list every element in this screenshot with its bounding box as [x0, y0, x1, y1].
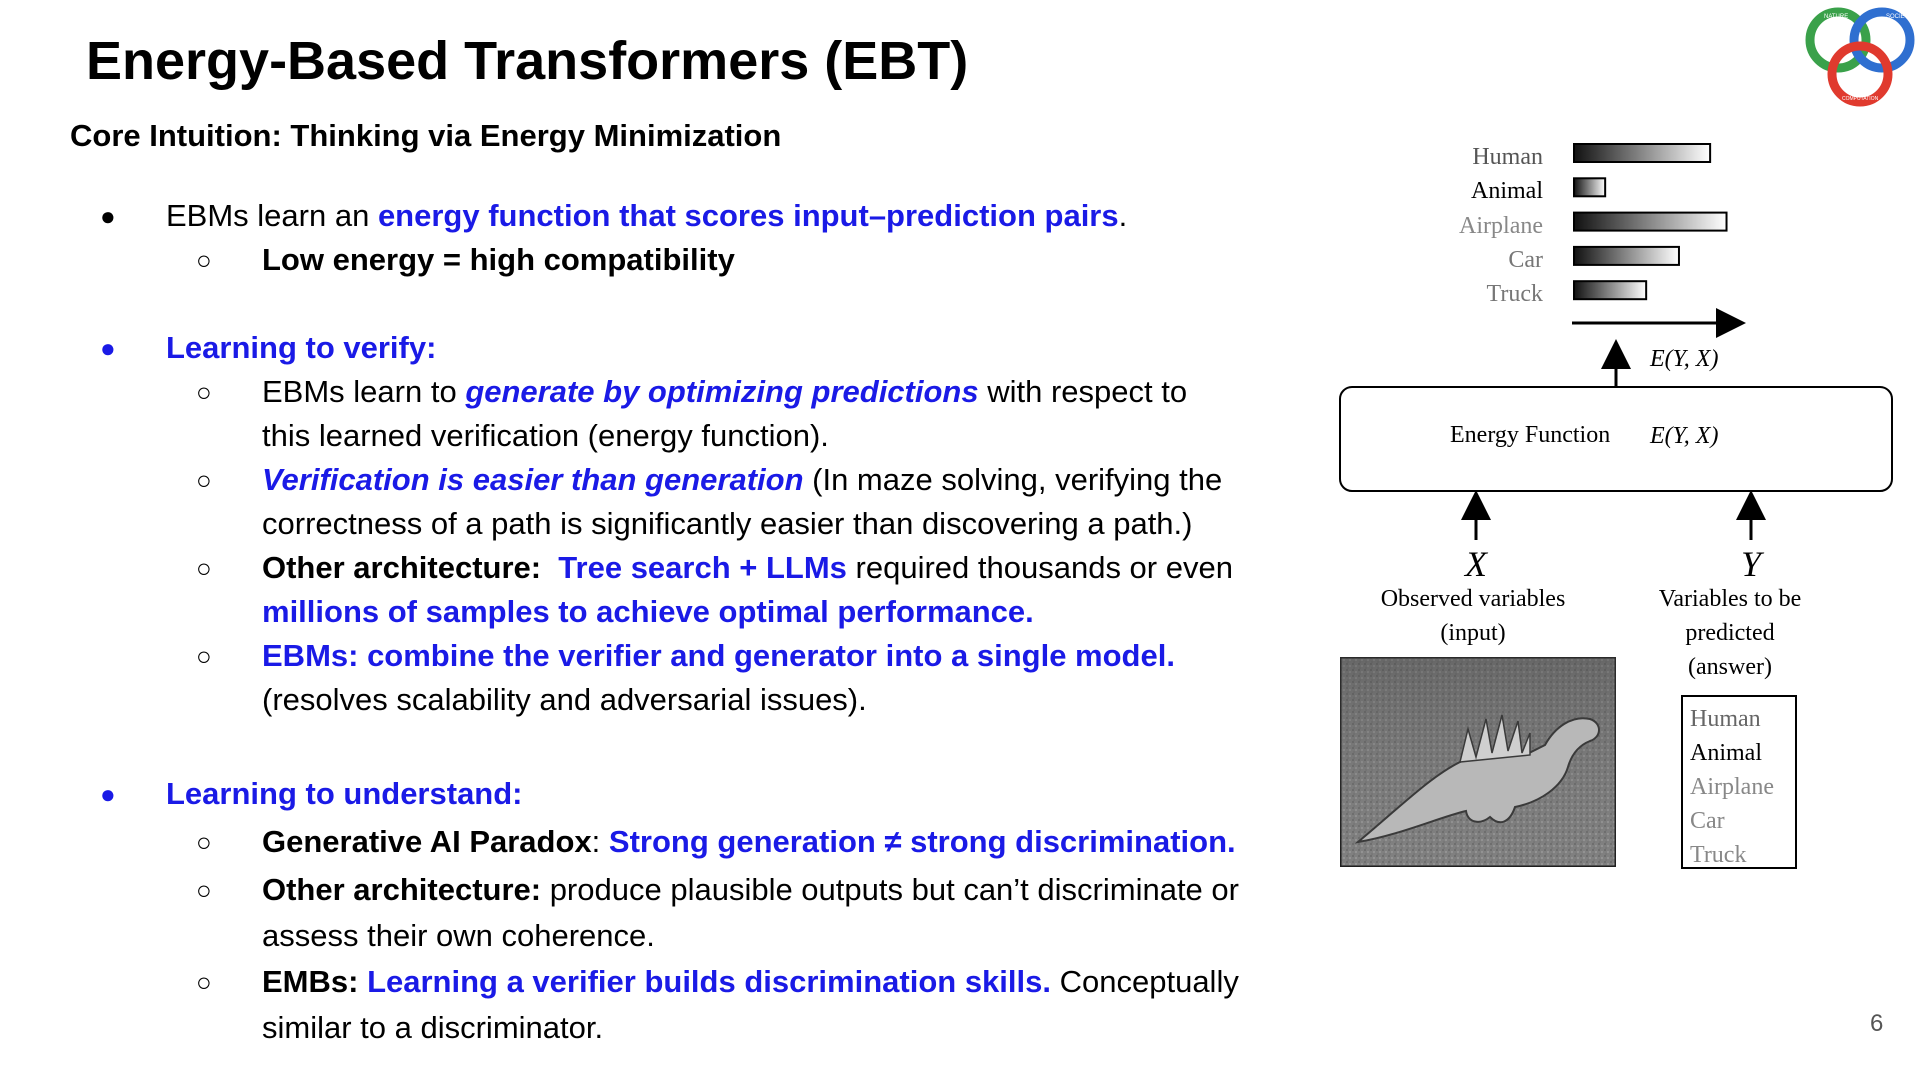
- answer-option-car: Car: [1690, 808, 1725, 834]
- answer-options-box: [1681, 695, 1797, 869]
- energy-bar-airplane: [1573, 211, 1728, 232]
- sub-bullet-ebms-combine: EBMs: combine the verifier and generator…: [262, 638, 1175, 673]
- logo-ring-green: [1805, 7, 1871, 73]
- ebm-diagram: Human Animal Airplane Car Truck E(Y, X) …: [1339, 143, 1893, 869]
- sub-bullet-other-architecture: Other architecture: Tree search + LLMs r…: [262, 550, 1233, 585]
- energy-function-formula: E(Y, X): [1649, 423, 1718, 449]
- sub-bullet-circle: ○: [196, 465, 212, 495]
- sub-bullet-embs: EMBs: Learning a verifier builds discrim…: [262, 964, 1239, 999]
- sub-bullet-circle: ○: [196, 827, 212, 857]
- y-caption-1: Variables to be: [1659, 586, 1802, 612]
- logo-icon: NATURE SOCIETY COMPUTATION: [1805, 7, 1915, 107]
- logo-text-society: SOCIETY: [1886, 14, 1912, 20]
- sub-bullet-other-architecture-2-cont: assess their own coherence.: [262, 918, 655, 953]
- energy-label-truck: Truck: [1487, 281, 1543, 307]
- logo-ring-red: [1827, 41, 1893, 107]
- logo-text-nature: NATURE: [1824, 14, 1848, 20]
- bullet-energy-function: EBMs learn an energy function that score…: [166, 198, 1128, 233]
- y-caption-3: (answer): [1688, 654, 1772, 680]
- sub-bullet-generative-paradox: Generative AI Paradox: Strong generation…: [262, 824, 1236, 859]
- sub-bullet-circle: ○: [196, 377, 212, 407]
- answer-option-truck: Truck: [1690, 842, 1746, 868]
- energy-function-label: Energy Function: [1450, 422, 1610, 448]
- input-photo-dinosaur: [1340, 657, 1616, 867]
- sub-bullet-other-architecture-cont: millions of samples to achieve optimal p…: [262, 594, 1034, 629]
- y-caption-2: predicted: [1685, 620, 1774, 646]
- y-symbol: Y: [1741, 544, 1765, 584]
- energy-label-airplane: Airplane: [1459, 213, 1543, 239]
- energy-label-human: Human: [1472, 144, 1543, 170]
- energy-label-car: Car: [1508, 247, 1543, 273]
- dinosaur-sail: [1459, 714, 1531, 763]
- energy-axis-label: E(Y, X): [1649, 346, 1718, 372]
- bullet-dot: ●: [100, 779, 116, 809]
- sub-bullet-verification-cont: correctness of a path is significantly e…: [262, 506, 1193, 541]
- energy-bar-car: [1573, 245, 1680, 266]
- energy-bar-human: [1573, 143, 1712, 163]
- sub-bullet-circle: ○: [196, 245, 212, 275]
- energy-function-box: [1339, 386, 1893, 492]
- sub-bullet-verification-easier: Verification is easier than generation (…: [262, 462, 1223, 497]
- bullet-learning-to-understand: Learning to understand:: [166, 776, 523, 811]
- sub-bullet-circle: ○: [196, 875, 212, 905]
- x-symbol: X: [1463, 544, 1489, 584]
- sub-bullet-circle: ○: [196, 553, 212, 583]
- bullet-dot: ●: [100, 333, 116, 363]
- sub-bullet-ebms-combine-cont: (resolves scalability and adversarial is…: [262, 682, 867, 717]
- answer-option-animal: Animal: [1690, 740, 1762, 766]
- bullet-learning-to-verify: Learning to verify:: [166, 330, 437, 365]
- sub-bullet-other-architecture-2: Other architecture: produce plausible ou…: [262, 872, 1239, 907]
- x-caption-1: Observed variables: [1381, 586, 1566, 612]
- answer-option-airplane: Airplane: [1690, 774, 1774, 800]
- sub-bullet-generate: EBMs learn to generate by optimizing pre…: [262, 374, 1188, 409]
- bullet-dot: ●: [100, 201, 116, 231]
- x-caption-2: (input): [1440, 620, 1505, 646]
- sub-bullet-generate-cont: this learned verification (energy functi…: [262, 418, 829, 453]
- sub-bullet-circle: ○: [196, 641, 212, 671]
- sub-bullet-circle: ○: [196, 967, 212, 997]
- slide-subtitle: Core Intuition: Thinking via Energy Mini…: [70, 118, 782, 153]
- energy-label-animal: Animal: [1471, 178, 1543, 204]
- answer-option-human: Human: [1690, 706, 1761, 732]
- slide-title: Energy-Based Transformers (EBT): [86, 31, 969, 91]
- energy-bar-truck: [1573, 280, 1648, 301]
- energy-bars: [1573, 143, 1728, 301]
- logo-text-computation: COMPUTATION: [1842, 96, 1879, 102]
- page-number: 6: [1870, 1010, 1884, 1037]
- sub-bullet-embs-cont: similar to a discriminator.: [262, 1010, 604, 1045]
- logo-ring-blue: [1849, 7, 1915, 73]
- energy-bar-animal: [1573, 177, 1607, 198]
- sub-bullet-low-energy: Low energy = high compatibility: [262, 242, 735, 277]
